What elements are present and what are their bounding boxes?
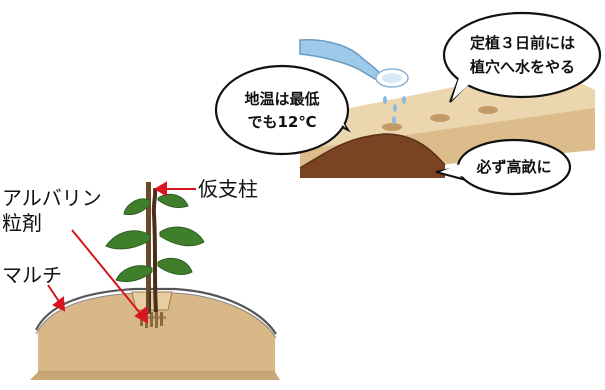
temporary-stake (146, 182, 151, 314)
planting-hole (131, 291, 173, 311)
callout-bubble-ridge (435, 138, 572, 196)
callout-bubble-soil-temp (214, 64, 351, 156)
label-temporary-support: 仮支柱 (198, 177, 258, 201)
plant-stem (151, 187, 158, 313)
callout-soil-temp-line2: でも12℃ (247, 113, 317, 131)
label-mulch: マルチ (2, 263, 62, 287)
callout-soil-temp-line1: 地温は最低 (244, 90, 320, 108)
soil-mound (38, 293, 275, 372)
label-pesticide-line1: アルバリン (2, 186, 102, 210)
planting-hole (478, 106, 498, 114)
mound-scene (30, 182, 280, 380)
callout-watering-line2: 植穴へ水をやる (469, 58, 575, 76)
pointer-arrows (47, 181, 196, 324)
callout-watering-line1: 定植３日前には (469, 34, 575, 52)
watering-can-icon (299, 39, 409, 88)
arrow-to-support (154, 181, 196, 197)
plant-leaves-icon (105, 193, 205, 283)
water-drops-icon (383, 96, 406, 124)
planting-hole (382, 123, 402, 131)
callout-ridge: 必ず高畝に (476, 158, 552, 176)
callout-bubble-watering (442, 11, 602, 103)
arrow-to-granules (71, 229, 149, 324)
label-pesticide-line2: 粒剤 (2, 211, 42, 235)
planting-hole (430, 114, 450, 122)
ridge-cross-section (300, 134, 445, 178)
arrow-to-mulch (47, 284, 66, 312)
